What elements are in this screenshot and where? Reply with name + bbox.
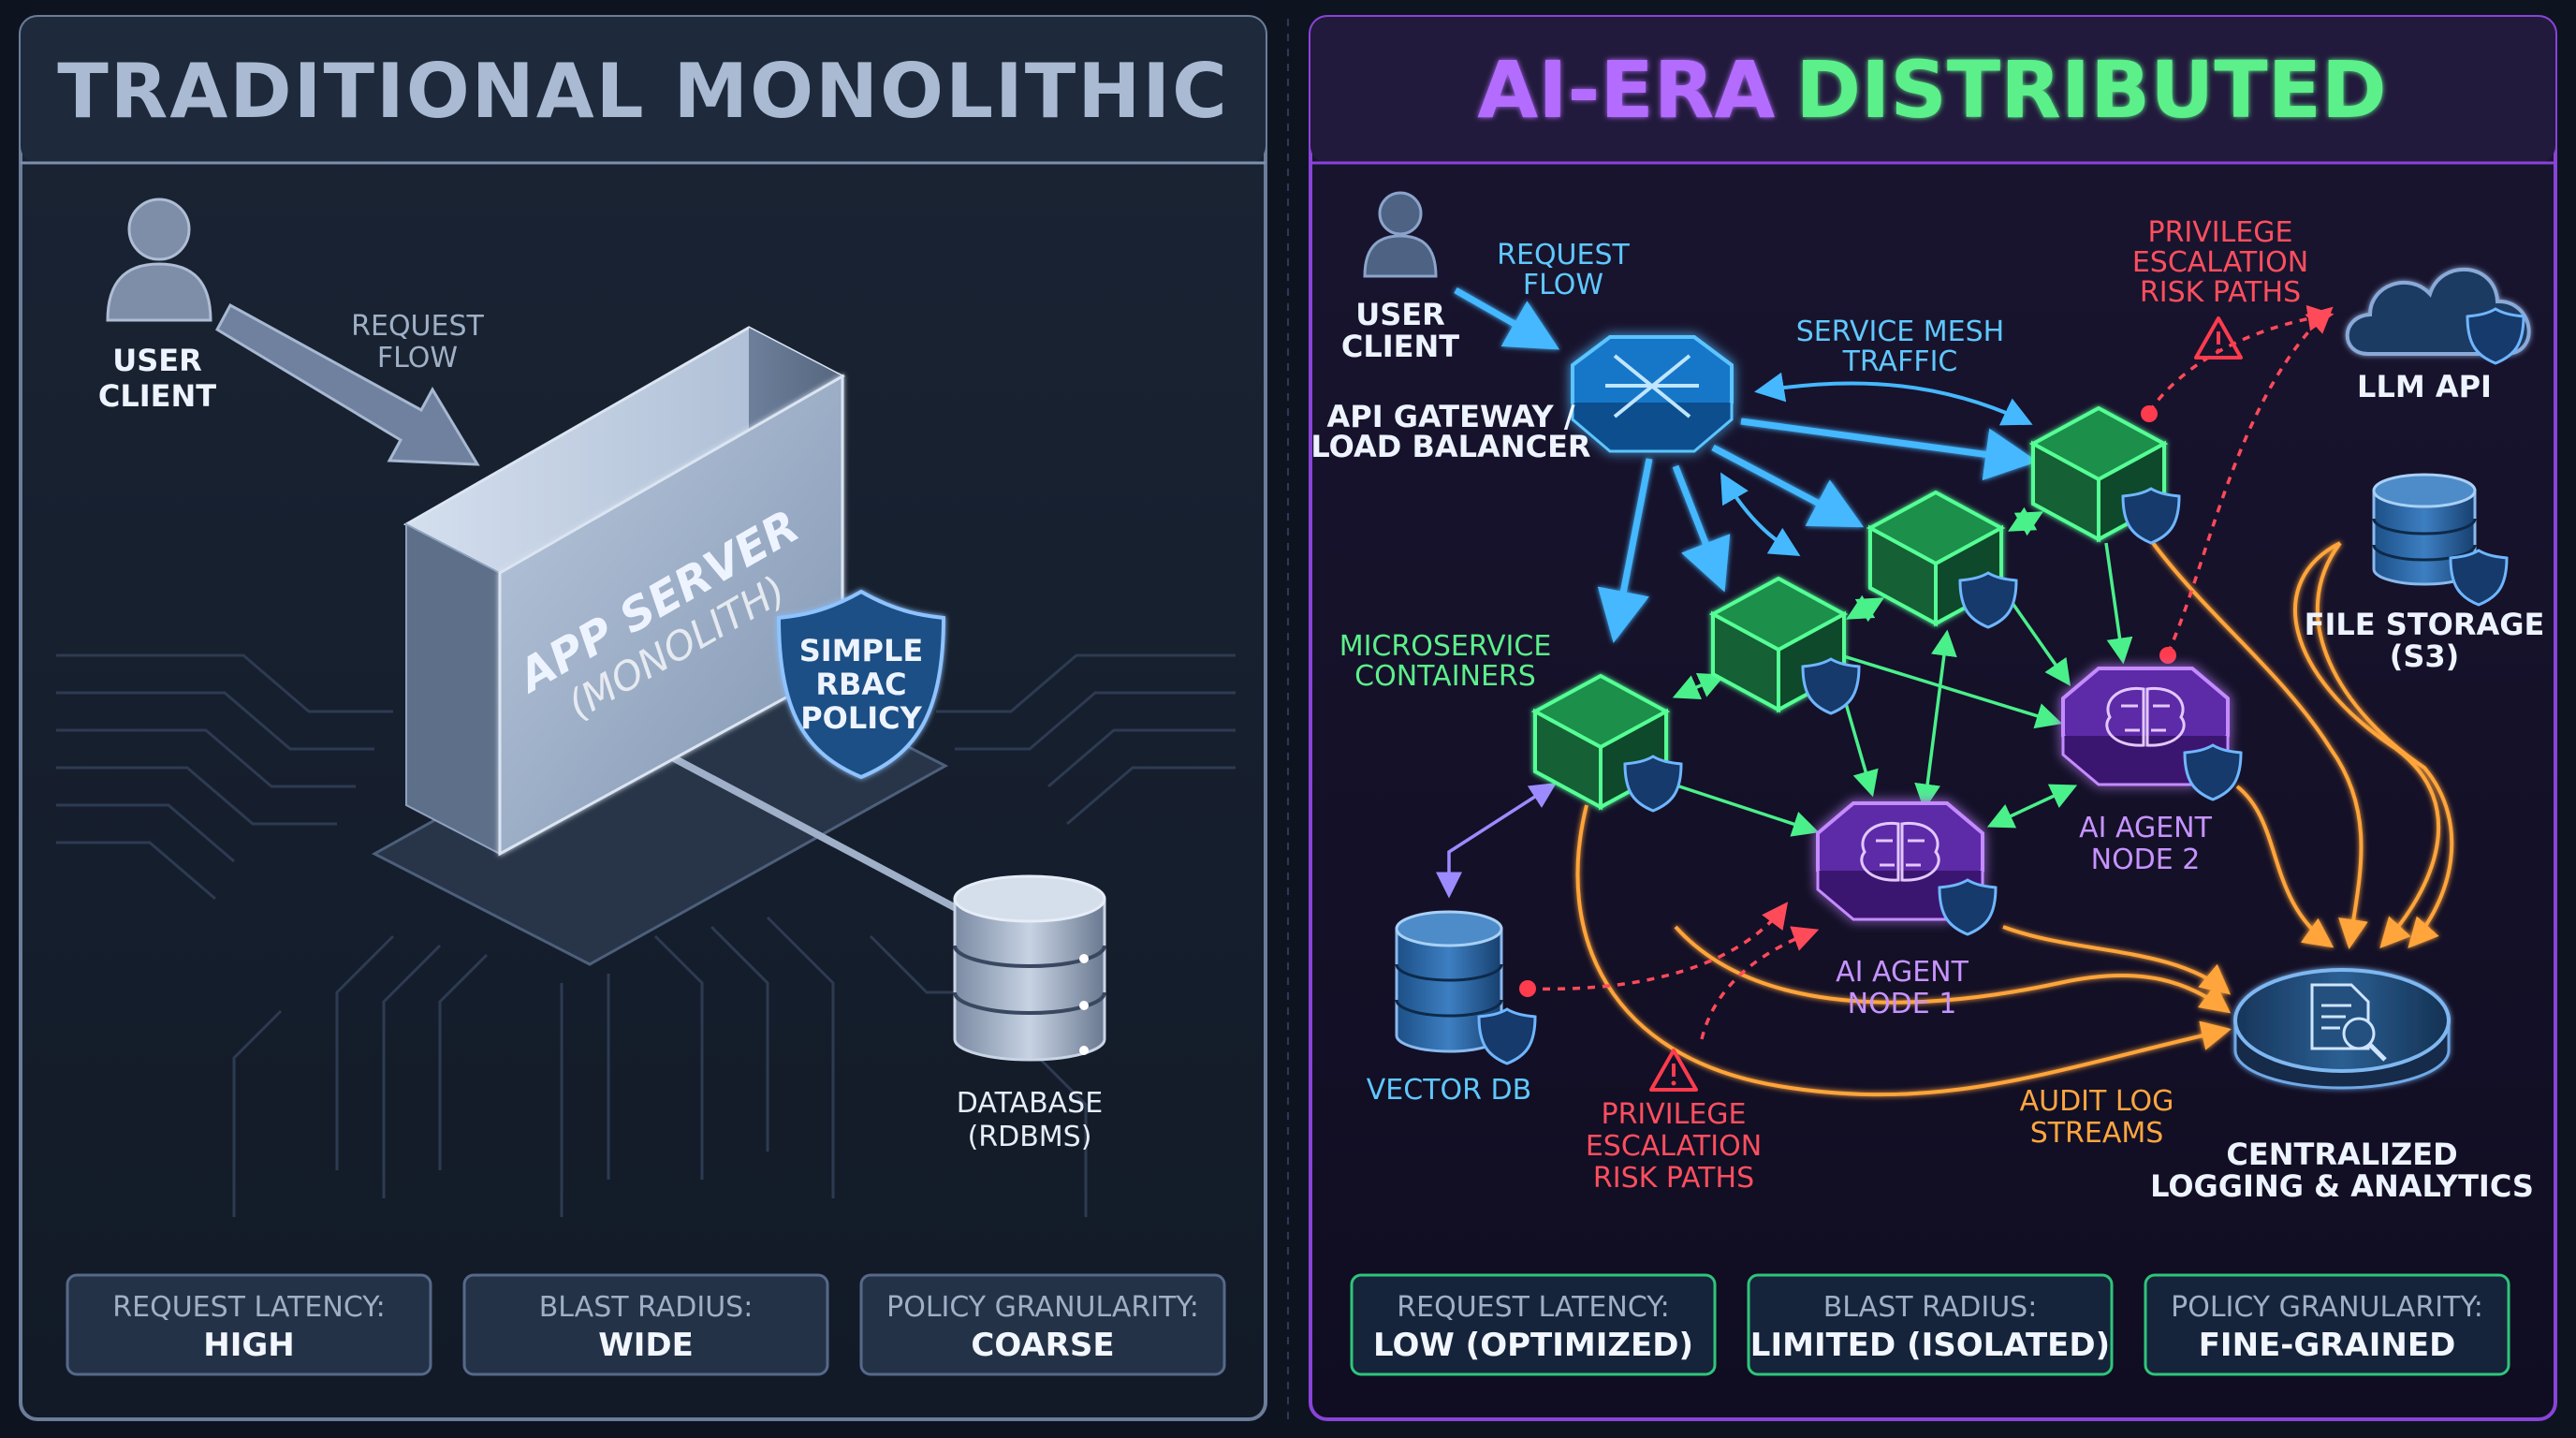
policy-label: SIMPLE [799,633,924,668]
risk-node [1519,980,1536,997]
shield-icon [1958,571,2018,629]
shield-icon [2121,487,2181,545]
audit-label: STREAMS [2030,1117,2164,1150]
risk-label: RISK PATHS [2140,276,2301,309]
circuit-traces [56,653,1236,1217]
metric-card: BLAST RADIUS: LIMITED (ISOLATED) [1747,1273,2114,1376]
container-node [1866,490,2018,629]
microservice-label: CONTAINERS [1354,660,1536,693]
gateway-label: API GATEWAY / [1326,399,1574,434]
vector-db-label: VECTOR DB [1367,1074,1531,1107]
metric-card: POLICY GRANULARITY: FINE-GRAINED [2144,1273,2510,1376]
vector-db-link [1436,783,1557,899]
container-node [2028,405,2181,545]
file-storage-label: (S3) [2390,638,2460,674]
user-icon [106,198,212,322]
metric-value: COARSE [971,1327,1114,1364]
metric-value: LIMITED (ISOLATED) [1750,1327,2110,1364]
metric-card: POLICY GRANULARITY: COARSE [859,1273,1226,1376]
mesh-label: SERVICE MESH [1796,315,2004,348]
policy-label: POLICY [800,700,922,736]
risk-label: ESCALATION [2132,246,2308,279]
shield-icon [1477,1007,1537,1065]
metric-label: BLAST RADIUS: [1823,1291,2038,1324]
metric-value: HIGH [203,1327,294,1364]
llm-label: LLM API [2357,369,2492,404]
risk-node [2159,647,2176,664]
user-icon [1363,191,1438,278]
database-label: (RDBMS) [968,1121,1092,1153]
ai-agent-node [2061,667,2243,801]
risk-label: ESCALATION [1586,1130,1762,1163]
request-flow-label: REQUEST [1497,239,1630,271]
database-label: DATABASE [957,1087,1103,1120]
metric-card: BLAST RADIUS: WIDE [462,1273,829,1376]
risk-node [2141,405,2158,422]
gateway-node [1571,335,1734,453]
agent-label: NODE 1 [1848,988,1957,1020]
agent-label: AI AGENT [2079,812,2213,844]
request-flow-label: FLOW [377,342,458,374]
shield-icon [776,589,946,780]
user-label: USER [112,343,202,378]
agent-label: NODE 2 [2091,844,2201,876]
container-arrows [1672,506,2133,837]
risk-label: RISK PATHS [1593,1162,1754,1195]
left-panel: TRADITIONAL MONOLITHIC [19,15,1267,1421]
user-label: USER [1355,297,1445,332]
policy-label: RBAC [815,667,906,702]
shield-icon [2449,549,2509,607]
request-flow-label: REQUEST [351,310,484,343]
metric-label: POLICY GRANULARITY: [2171,1291,2483,1324]
metric-value: FINE-GRAINED [2199,1327,2456,1364]
database-icon [953,874,1106,1062]
brain-icon [2105,686,2186,747]
audit-streams [1575,541,2454,1097]
gateway-label: LOAD BALANCER [1310,429,1590,464]
left-title: TRADITIONAL MONOLITHIC [57,48,1229,135]
logging-label: LOGGING & ANALYTICS [2150,1168,2534,1204]
right-metrics: REQUEST LATENCY: LOW (OPTIMIZED) BLAST R… [1350,1273,2510,1376]
metric-label: REQUEST LATENCY: [112,1291,385,1324]
shield-icon [1801,657,1861,715]
container-node [1530,673,1683,813]
metric-label: POLICY GRANULARITY: [886,1291,1199,1324]
warning-icon [1649,1049,1698,1092]
db-connection [672,755,975,921]
file-storage-label: FILE STORAGE [2305,607,2545,642]
metric-value: WIDE [598,1327,694,1364]
request-arrow [215,302,480,466]
shield-icon [1623,755,1683,813]
risk-label: PRIVILEGE [1601,1098,1746,1131]
app-server [402,326,846,857]
left-metrics: REQUEST LATENCY: HIGH BLAST RADIUS: WIDE… [66,1273,1226,1376]
metric-label: REQUEST LATENCY: [1397,1291,1669,1324]
ai-agent-node [1816,801,1998,936]
shield-icon [2466,307,2525,365]
warning-icon [2194,316,2243,360]
container-node [1708,576,1861,715]
mesh-arrows [1720,372,2033,557]
request-flow-label: FLOW [1523,269,1603,301]
microservice-label: MICROSERVICE [1339,630,1552,663]
shield-icon [2183,743,2243,801]
user-label: CLIENT [98,378,216,414]
logging-label: CENTRALIZED [2226,1137,2457,1172]
metric-value: LOW (OPTIMIZED) [1373,1327,1693,1364]
metric-card: REQUEST LATENCY: LOW (OPTIMIZED) [1350,1273,1717,1376]
metric-label: BLAST RADIUS: [539,1291,754,1324]
document-search-icon [2310,983,2387,1062]
mesh-label: TRAFFIC [1842,345,1958,378]
user-label: CLIENT [1341,329,1459,364]
audit-label: AUDIT LOG [2020,1085,2174,1118]
agent-label: AI AGENT [1836,956,1969,989]
metric-card: REQUEST LATENCY: HIGH [66,1273,432,1376]
shield-icon [1938,878,1998,936]
risk-label: PRIVILEGE [2147,216,2292,249]
brain-icon [1860,821,1940,882]
